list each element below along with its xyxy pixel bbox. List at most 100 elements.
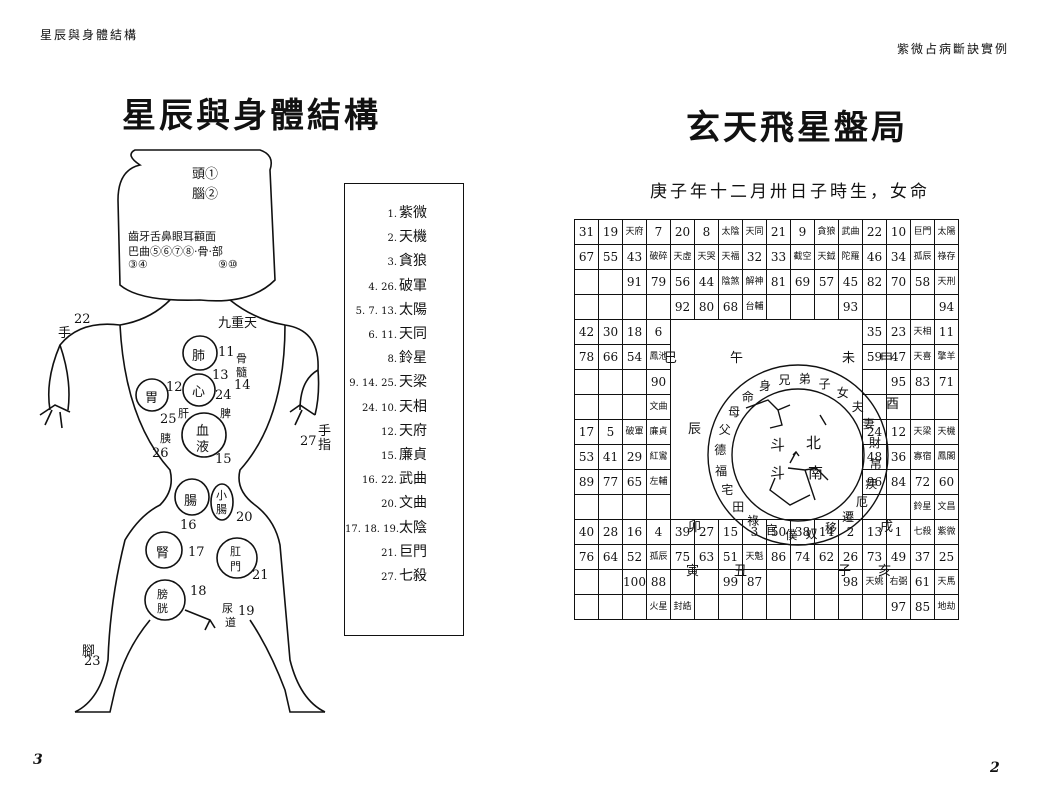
palace-ring-word: 厄 [855,494,868,509]
spleen-label: 脾 [220,407,231,420]
legend-star: 太陰 [399,519,427,536]
grid-cell [910,294,935,320]
palace-ring-word: 女 [836,386,849,401]
grid-cell [598,494,623,520]
grid-cell [790,294,815,320]
grid-cell: 95 [886,369,911,395]
grid-cell: 40 [574,519,599,545]
foot-label: 腳 [82,644,96,659]
legend-star: 天府 [399,422,427,439]
legend-item: 5. 7. 13.太陽 [345,299,463,319]
page-number-left: 3 [33,752,43,768]
grid-cell: 86 [766,544,791,570]
palace-ring-word: 身 [759,379,772,394]
grid-cell: 88 [646,569,671,595]
palace-ring-word: 子 [818,376,831,391]
head-label: 頭① [192,167,219,182]
grid-cell: 破碎 [646,244,671,270]
grid-cell [694,594,719,620]
branch-wu: 午 [730,351,744,366]
grid-cell: 解神 [742,269,767,295]
right-hand-label: 手 [318,424,332,439]
legend-star: 貪狼 [399,253,427,270]
legend-star: 鈴星 [399,350,427,367]
anus-label-1: 肛 [230,545,241,558]
grid-cell: 文曲 [646,394,671,420]
grid-cell: 57 [814,269,839,295]
grid-cell [742,594,767,620]
legend-item: 16. 22.武曲 [345,468,463,488]
grid-cell: 33 [766,244,791,270]
grid-cell: 天相 [910,319,935,345]
grid-cell: 30 [598,319,623,345]
bone-label: 骨 [236,352,247,365]
grid-cell: 孤辰 [910,244,935,270]
num-21: 21 [252,568,269,583]
grid-cell: 20 [670,219,695,245]
branch-chou: 丑 [734,564,748,579]
legend-number: 17. 18. 19. [345,523,400,535]
bladder-label-1: 膀 [157,588,168,601]
legend-star: 太陽 [399,301,427,318]
palace-ring-word: 福 [715,463,728,478]
legend-star: 天同 [399,326,427,342]
num-27: 27 [300,434,317,449]
palace-ring-word: 財 [868,436,881,451]
palace-ring-word: 妻 [862,417,875,432]
legend-number: 16. 22. [362,475,397,487]
grid-cell [574,394,599,420]
legend-number: 6. 11. [368,330,397,341]
grid-cell: 47 [886,344,911,370]
num-24: 24 [215,388,232,403]
grid-cell: 66 [598,344,623,370]
legend-item: 1.紫微 [345,202,463,222]
legend-number: 9. 14. 25. [349,378,397,390]
num-17: 17 [188,545,205,560]
grid-cell: 18 [622,319,647,345]
legend-star: 天梁 [399,374,427,391]
branch-yin: 寅 [686,564,700,579]
grid-cell: 99 [718,569,743,595]
anus-label-2: 門 [230,560,241,573]
grid-cell: 48 [862,444,887,470]
left-hand-num: 22 [74,312,91,327]
palace-ring-word: 弟 [798,372,811,387]
face-row-1: 齒牙舌鼻眼耳顴面 [128,230,216,243]
grid-cell [622,369,647,395]
palace-ring-word: 兄 [778,373,791,388]
grid-cell: 地劫 [934,594,959,620]
dipper-top: 斗 [770,436,786,454]
stomach-label: 胃 [145,391,159,406]
grid-cell [934,394,959,420]
grid-cell: 37 [910,544,935,570]
grid-cell: 3 [742,519,767,545]
grid-cell: 31 [574,219,599,245]
legend-star: 武曲 [399,471,427,488]
palace-ring-word: 命 [741,390,754,405]
branch-mao: 卯 [688,520,702,535]
legend-item: 27.七殺 [345,565,463,585]
palace-ring-word: 田 [732,500,745,515]
grid-cell [886,394,911,420]
legend-item: 20.文曲 [345,492,463,512]
intestine-label: 腸 [184,494,198,509]
bladder-label-2: 胱 [157,602,168,615]
palace-ring-word: 奴 [805,526,818,541]
grid-cell: 94 [934,294,959,320]
legend-star: 紫微 [399,205,427,221]
legend-number: 1. [387,209,397,220]
legend-number: 4. 26. [368,281,397,293]
branch-si: 巳 [664,351,678,366]
grid-cell: 70 [886,269,911,295]
grid-cell: 61 [910,569,935,595]
grid-cell [670,569,695,595]
legend-number: 15. [381,451,397,462]
small-intestine-2: 腸 [216,503,227,516]
grid-cell: 23 [886,319,911,345]
legend-number: 24. 10. [362,402,397,414]
grid-cell: 天機 [934,419,959,445]
legend-item: 24. 10.天相 [345,396,463,416]
num-26: 26 [152,446,169,461]
